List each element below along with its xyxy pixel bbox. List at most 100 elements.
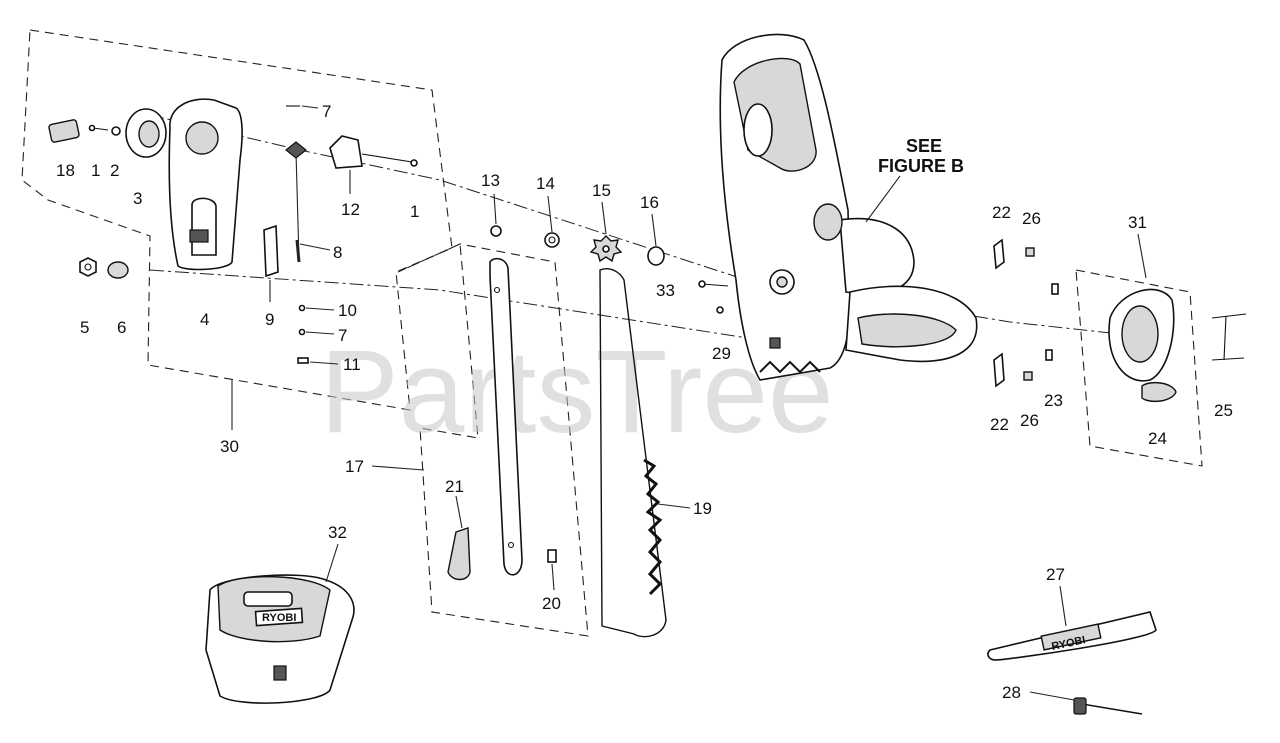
part-5-nut-hole: [84, 263, 92, 271]
label-22-bottom: 22: [990, 415, 1009, 434]
saw-front-handle-grip: [857, 313, 957, 348]
part-21-bar-nose: [447, 527, 471, 581]
leader-31: [1137, 233, 1147, 279]
leader-14: [547, 195, 553, 233]
label-31: 31: [1128, 213, 1147, 232]
part-27-scabbard-plate: [1040, 623, 1102, 651]
part-11-sleeve: [297, 357, 309, 364]
label-20: 20: [542, 594, 561, 613]
part-24-knob: [1141, 381, 1177, 403]
part-17-guide-bar: [489, 257, 523, 576]
label-23: 23: [1044, 391, 1063, 410]
part-31-cover-vents: [1121, 305, 1159, 363]
part-7-pin-lower: [298, 328, 306, 336]
part-12-tensioner-pin: [361, 153, 413, 163]
part-26-nut-top: [1025, 247, 1035, 257]
part-22-bracket-bottom: [993, 352, 1005, 388]
part-5-nut: [79, 257, 97, 277]
part-19-chain-cutters: [643, 458, 663, 596]
part-3-knob-center: [138, 120, 160, 148]
part-32-case-lid: [217, 575, 331, 643]
part-33-screw-head: [698, 280, 706, 288]
label-3: 3: [133, 189, 142, 208]
label-33: 33: [656, 281, 675, 300]
label-10: 10: [338, 301, 357, 320]
part-8-rod-head: [285, 141, 307, 159]
part-15-sprocket-hub: [602, 245, 610, 253]
label-7-bottom: 7: [338, 326, 347, 345]
leader-27: [1059, 585, 1067, 627]
label-29: 29: [712, 344, 731, 363]
label-16: 16: [640, 193, 659, 212]
part-26-nut-bottom: [1023, 371, 1033, 381]
saw-motor-housing: [839, 217, 915, 295]
part-1-screw-right: [410, 159, 418, 167]
part-14-washer-hole: [548, 236, 556, 244]
leader-10: [305, 307, 335, 311]
leader-13: [493, 193, 497, 225]
leader-32: [325, 543, 339, 583]
leader-19: [657, 503, 691, 509]
leader-21: [455, 495, 463, 529]
group-outline-30: [21, 29, 453, 411]
part-32-case-latch: [273, 665, 287, 681]
label-15: 15: [592, 181, 611, 200]
part-4-cover-latch: [189, 229, 209, 243]
label-30: 30: [220, 437, 239, 456]
label-11: 11: [343, 355, 361, 374]
part-23-pin-top: [1051, 283, 1059, 295]
label-22-top: 22: [992, 203, 1011, 222]
leader-8: [299, 243, 331, 251]
label-17: 17: [345, 457, 364, 476]
part-4-cover-window: [191, 197, 217, 256]
label-1-right: 1: [410, 202, 419, 221]
part-22-bracket-top: [993, 238, 1005, 270]
part-32-case-logo-plate: [254, 607, 304, 627]
label-18: 18: [56, 161, 75, 180]
see-figure-line2: FIGURE B: [878, 156, 964, 176]
label-26-top: 26: [1022, 209, 1041, 228]
part-17-bar-hole: [493, 286, 501, 294]
leader-28: [1029, 691, 1075, 701]
label-25: 25: [1214, 401, 1233, 420]
label-2: 2: [110, 161, 119, 180]
part-1-screw-head: [88, 124, 96, 132]
part-17-bar-hole-2: [507, 541, 515, 549]
label-12: 12: [341, 200, 360, 219]
part-28-wrench-shaft: [1081, 703, 1143, 715]
part-23-pin-bottom: [1045, 349, 1053, 361]
leader-7-bottom: [305, 331, 335, 335]
part-16-washer: [647, 246, 665, 266]
group-outline-17: [397, 243, 589, 637]
saw-drive-hub-inner: [776, 276, 788, 288]
label-32: 32: [328, 523, 347, 542]
part-12-tensioner: [329, 135, 363, 169]
leader-16: [651, 213, 657, 247]
group-outline-31: [1075, 269, 1203, 467]
part-25-screw-2: [1211, 357, 1245, 361]
label-14: 14: [536, 174, 555, 193]
part-25-screw-3: [1223, 315, 1227, 361]
part-19-chain-loop: [599, 268, 667, 638]
label-24: 24: [1148, 429, 1167, 448]
label-19: 19: [693, 499, 712, 518]
assembly-axis-lower: [149, 269, 761, 341]
part-9-clip: [263, 224, 279, 278]
leader-20: [551, 563, 555, 591]
part-4-cover-boss: [185, 121, 219, 155]
leader-15: [601, 201, 607, 235]
case-logo-text: RYOBI: [262, 612, 296, 624]
label-5: 5: [80, 318, 89, 337]
part-25-screw-1: [1211, 313, 1247, 319]
part-18-knob-cap: [48, 119, 80, 143]
saw-bar-mount: [769, 337, 781, 349]
part-32-case-handle: [243, 591, 293, 607]
label-26-bottom: 26: [1020, 411, 1039, 430]
part-33-screw: [701, 283, 729, 287]
label-4: 4: [200, 310, 209, 329]
label-28: 28: [1002, 683, 1021, 702]
label-27: 27: [1046, 565, 1065, 584]
part-1-screw: [92, 127, 109, 131]
leader-11: [309, 361, 339, 365]
